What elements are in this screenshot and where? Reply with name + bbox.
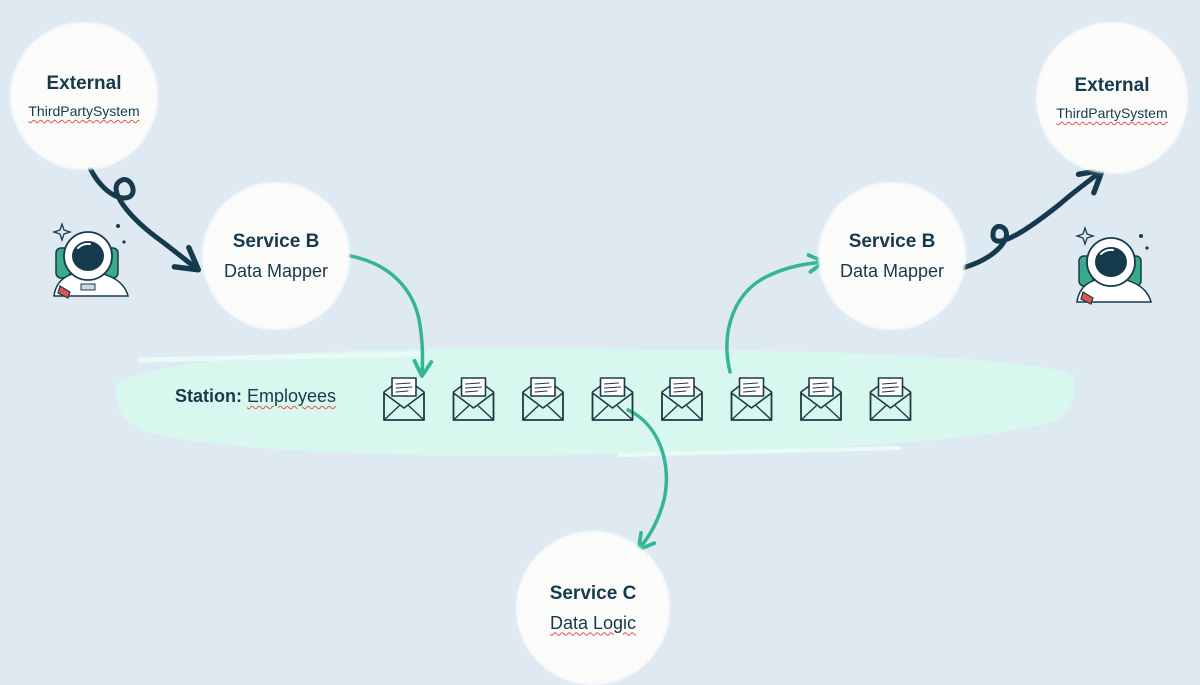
- envelope-icon: [661, 377, 703, 421]
- envelope-icon: [522, 377, 564, 421]
- envelope-icon: [800, 377, 842, 421]
- node-subtitle: Data Logic: [549, 612, 637, 633]
- node-subtitle: ThirdPartySystem: [1056, 105, 1168, 121]
- arrow-station-to-service-b: [725, 253, 826, 374]
- arrow-external-to-service-b: [82, 149, 202, 273]
- message-queue: [383, 377, 912, 421]
- sparkle-icon: [1074, 225, 1096, 247]
- node-subtitle: ThirdPartySystem: [28, 103, 140, 119]
- sparkle-icon: [51, 221, 73, 243]
- station-name: Employees: [247, 386, 337, 406]
- station-band: [115, 348, 1075, 457]
- envelope-icon: [591, 377, 634, 421]
- node-service-b-left: Service B Data Mapper: [204, 184, 348, 328]
- astronaut-icon: [1074, 225, 1152, 305]
- envelope-icon: [383, 377, 425, 421]
- station-label: Station: Employees: [175, 386, 336, 407]
- envelope-icon: [869, 377, 912, 421]
- node-external-right: External ThirdPartySystem: [1038, 24, 1186, 172]
- node-subtitle: Data Mapper: [839, 260, 945, 281]
- node-subtitle: Data Mapper: [223, 260, 329, 281]
- node-service-c: Service C Data Logic: [518, 533, 668, 683]
- arrow-service-b-to-external: [959, 167, 1106, 271]
- arrow-station-to-service-c: [626, 408, 669, 552]
- astronaut-icon: [51, 221, 129, 299]
- node-external-left: External ThirdPartySystem: [12, 24, 156, 168]
- envelope-icon: [452, 377, 495, 421]
- node-title: Service B: [232, 230, 320, 252]
- node-title: Service C: [549, 582, 637, 604]
- station-prefix: Station:: [175, 386, 242, 406]
- node-title: External: [1074, 75, 1150, 96]
- node-service-b-right: Service B Data Mapper: [820, 184, 964, 328]
- arrow-service-b-to-station: [343, 253, 434, 378]
- node-title: External: [46, 73, 122, 94]
- node-title: Service B: [848, 230, 936, 252]
- envelope-icon: [730, 377, 773, 421]
